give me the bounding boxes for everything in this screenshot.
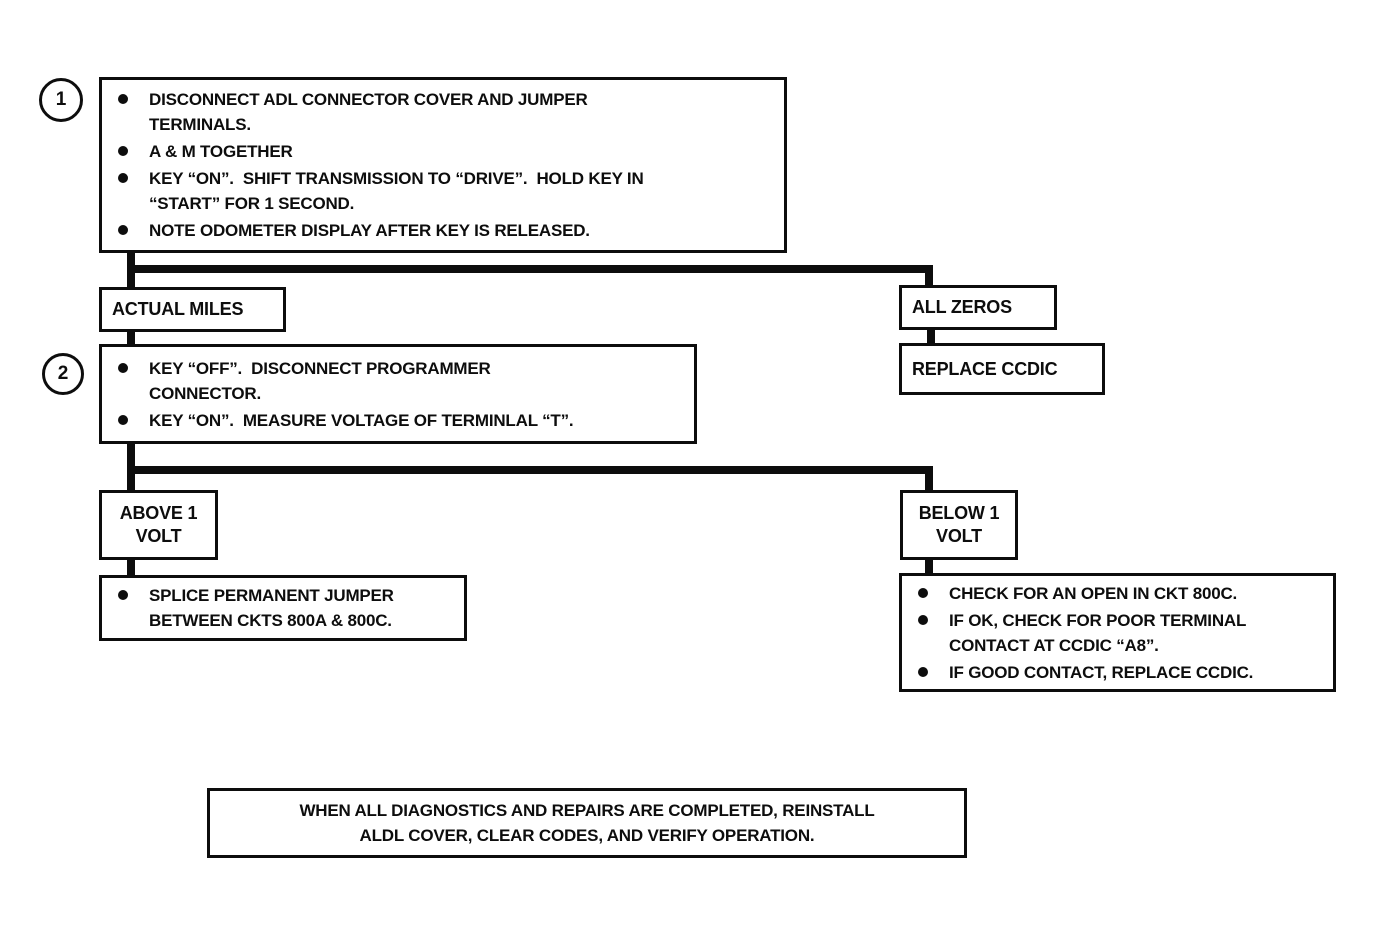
above-1-volt-label: ABOVE 1 VOLT — [119, 503, 198, 546]
connector-branch2-horizontal — [127, 466, 933, 474]
step-1-bullet-list: DISCONNECT ADL CONNECTOR COVER AND JUMPE… — [102, 80, 784, 250]
list-item: IF GOOD CONTACT, REPLACE CCDIC. — [918, 660, 1323, 685]
completion-note-text: WHEN ALL DIAGNOSTICS AND REPAIRS ARE COM… — [299, 801, 875, 845]
bullet-text: SPLICE PERMANENT JUMPER BETWEEN CKTS 800… — [149, 586, 394, 630]
step-1-number-badge: 1 — [39, 78, 83, 122]
bullet-text: NOTE ODOMETER DISPLAY AFTER KEY IS RELEA… — [149, 221, 590, 240]
check-ckt-box: CHECK FOR AN OPEN IN CKT 800C. IF OK, CH… — [899, 573, 1336, 692]
replace-ccdic-box: REPLACE CCDIC — [899, 343, 1105, 395]
bullet-text: CHECK FOR AN OPEN IN CKT 800C. — [949, 583, 1238, 603]
list-item: IF OK, CHECK FOR POOR TERMINAL CONTACT A… — [918, 608, 1323, 658]
bullet-text: KEY “ON”. MEASURE VOLTAGE OF TERMINLAL “… — [149, 410, 574, 430]
connector-below-to-check — [925, 558, 933, 573]
bullet-icon — [118, 173, 128, 183]
bullet-text: IF GOOD CONTACT, REPLACE CCDIC. — [949, 662, 1254, 682]
step-1-number: 1 — [55, 89, 67, 110]
check-ckt-bullet-list: CHECK FOR AN OPEN IN CKT 800C. IF OK, CH… — [902, 576, 1333, 689]
below-1-volt-label: BELOW 1 VOLT — [918, 503, 1000, 546]
bullet-text: A & M TOGETHER — [149, 142, 293, 161]
bullet-icon — [918, 666, 928, 677]
step-1-instructions-box: DISCONNECT ADL CONNECTOR COVER AND JUMPE… — [99, 77, 787, 253]
connector-actual-to-step2 — [127, 330, 135, 344]
list-item: NOTE ODOMETER DISPLAY AFTER KEY IS RELEA… — [118, 218, 774, 243]
splice-jumper-box: SPLICE PERMANENT JUMPER BETWEEN CKTS 800… — [99, 575, 467, 641]
connector-branch1-right-drop — [925, 265, 933, 287]
all-zeros-label: ALL ZEROS — [912, 297, 1012, 317]
list-item: CHECK FOR AN OPEN IN CKT 800C. — [918, 581, 1323, 606]
connector-above-to-splice — [127, 558, 135, 575]
bullet-icon — [118, 146, 128, 156]
all-zeros-box: ALL ZEROS — [899, 285, 1057, 330]
bullet-icon — [118, 362, 128, 373]
connector-zeros-to-replace — [927, 328, 935, 343]
bullet-icon — [118, 94, 128, 104]
splice-bullet-list: SPLICE PERMANENT JUMPER BETWEEN CKTS 800… — [102, 578, 464, 638]
bullet-text: DISCONNECT ADL CONNECTOR COVER AND JUMPE… — [149, 90, 588, 134]
step-2-number-badge: 2 — [42, 353, 84, 395]
below-1-volt-box: BELOW 1 VOLT — [900, 490, 1018, 560]
completion-note-box: WHEN ALL DIAGNOSTICS AND REPAIRS ARE COM… — [207, 788, 967, 858]
connector-branch2-right-drop — [925, 466, 933, 490]
actual-miles-label: ACTUAL MILES — [112, 299, 244, 319]
bullet-text: KEY “ON”. SHIFT TRANSMISSION TO “DRIVE”.… — [149, 169, 644, 213]
step-2-bullet-list: KEY “OFF”. DISCONNECT PROGRAMMER CONNECT… — [102, 347, 694, 441]
list-item: DISCONNECT ADL CONNECTOR COVER AND JUMPE… — [118, 87, 774, 137]
bullet-icon — [118, 414, 128, 425]
bullet-icon — [118, 590, 128, 600]
list-item: A & M TOGETHER — [118, 139, 774, 164]
replace-ccdic-label: REPLACE CCDIC — [912, 358, 1058, 379]
actual-miles-box: ACTUAL MILES — [99, 287, 286, 332]
bullet-text: IF OK, CHECK FOR POOR TERMINAL CONTACT A… — [949, 610, 1247, 655]
list-item: KEY “ON”. SHIFT TRANSMISSION TO “DRIVE”.… — [118, 166, 774, 216]
bullet-text: KEY “OFF”. DISCONNECT PROGRAMMER CONNECT… — [149, 358, 491, 403]
step-2-number: 2 — [57, 363, 69, 384]
list-item: SPLICE PERMANENT JUMPER BETWEEN CKTS 800… — [118, 583, 454, 633]
list-item: KEY “ON”. MEASURE VOLTAGE OF TERMINLAL “… — [118, 408, 684, 433]
connector-branch1-horizontal — [127, 265, 933, 273]
step-2-instructions-box: KEY “OFF”. DISCONNECT PROGRAMMER CONNECT… — [99, 344, 697, 444]
bullet-icon — [918, 587, 928, 598]
above-1-volt-box: ABOVE 1 VOLT — [99, 490, 218, 560]
bullet-icon — [118, 225, 128, 235]
bullet-icon — [918, 614, 928, 625]
list-item: KEY “OFF”. DISCONNECT PROGRAMMER CONNECT… — [118, 356, 684, 406]
